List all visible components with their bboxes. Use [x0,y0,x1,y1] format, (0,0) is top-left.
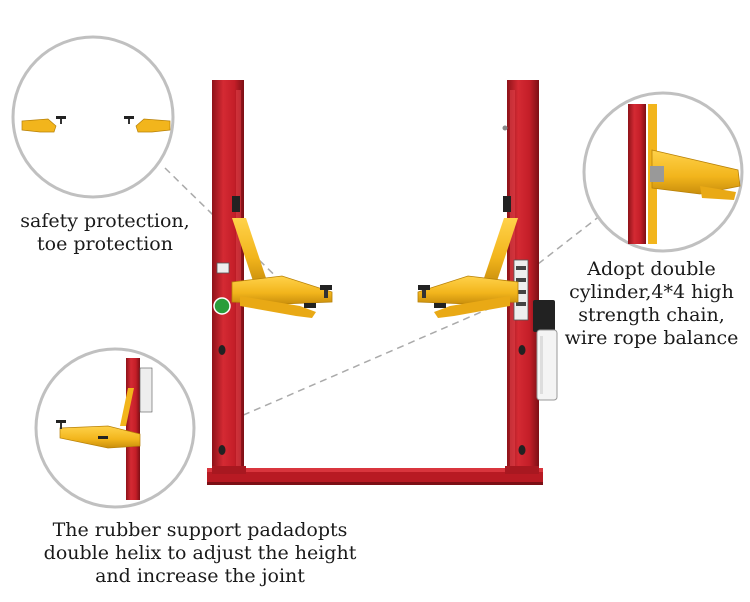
base-plate [207,468,543,485]
caption-line: toe protection [37,233,173,255]
callout-cylinder [582,91,744,253]
callout-rubber [34,347,196,509]
right-column [502,80,539,474]
caption-rubber-support: The rubber support padadopts double heli… [20,519,380,588]
caption-line: cylinder,4*4 high [569,281,734,303]
rubber-pad-icon [320,285,332,290]
left-arm [231,218,333,318]
caption-line: strength chain, [578,304,725,326]
caption-safety-protection: safety protection, toe protection [0,210,210,256]
caption-line: Adopt double [587,258,716,280]
caption-line: wire rope balance [564,327,739,349]
caption-double-cylinder: Adopt double cylinder,4*4 high strength … [553,258,750,350]
callout-safety [11,35,175,199]
caption-line: safety protection, [20,210,190,232]
power-unit [533,300,558,401]
caption-line: and increase the joint [95,565,305,587]
caption-line: The rubber support padadopts [52,519,348,541]
safety-badge-icon [213,297,231,315]
leader-line-rubber [231,305,496,421]
right-arm [417,218,519,318]
caption-line: double helix to adjust the height [43,542,357,564]
left-column [212,80,246,474]
